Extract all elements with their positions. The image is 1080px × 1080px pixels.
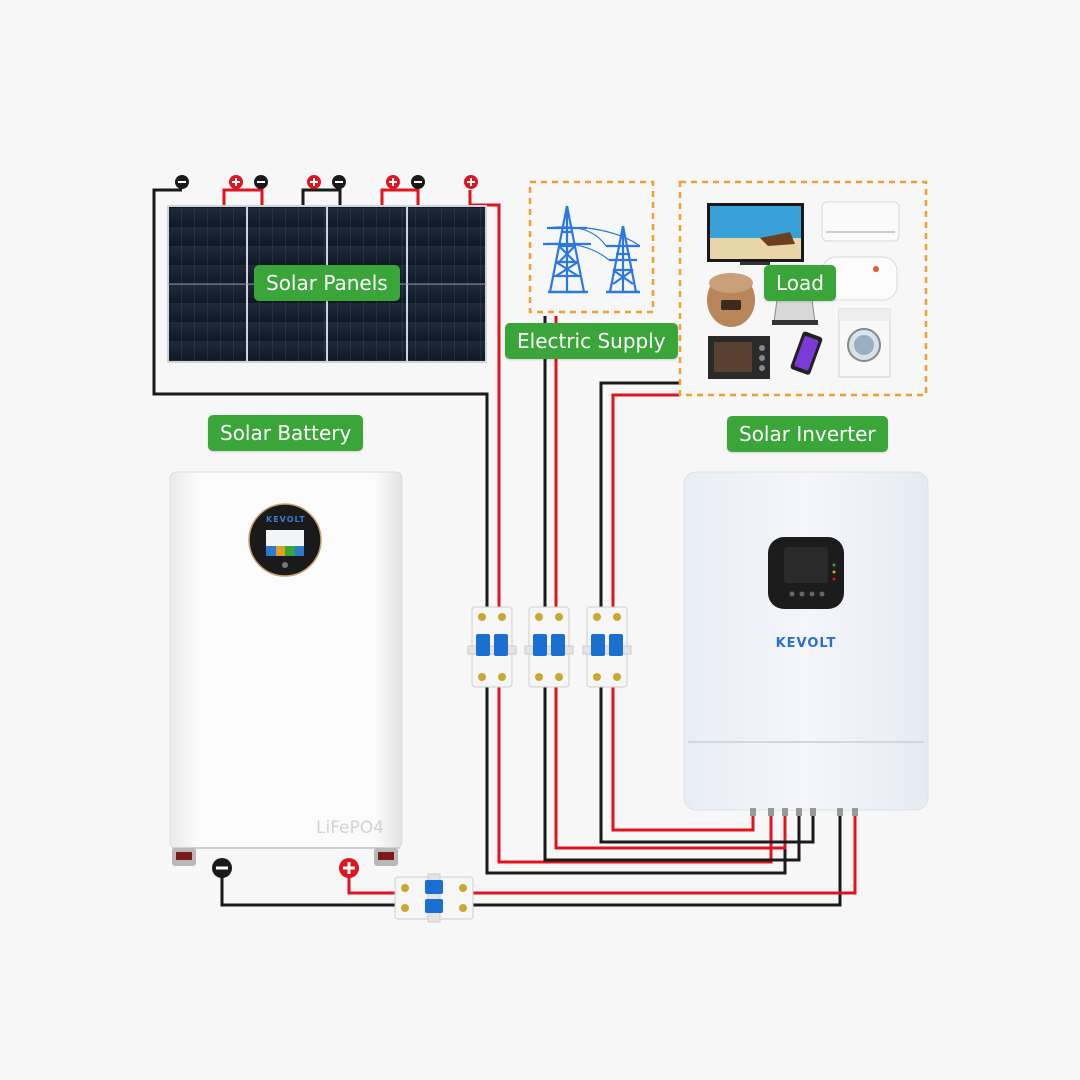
solar-panels-label: Solar Panels (254, 265, 400, 301)
breaker-grid (524, 606, 574, 688)
load-wire-red (611, 393, 755, 832)
circuit-breaker-icon (394, 873, 474, 923)
kettle-icon (772, 299, 818, 325)
phone-icon (790, 331, 823, 375)
negative-terminal-icon (212, 858, 232, 878)
pv-negative-wire (152, 188, 787, 875)
circuit-breaker-icon (524, 606, 574, 688)
load-box (678, 180, 928, 397)
negative-terminal-icon (332, 175, 346, 189)
circuit-breaker-icon (582, 606, 632, 688)
inverter-brand-logo: KEVOLT (775, 636, 837, 651)
inverter-display (768, 537, 844, 609)
battery-chemistry-text: LiFePO4 (316, 818, 384, 838)
panel-jumper-wire-1 (222, 188, 264, 205)
tv-icon (707, 203, 804, 265)
negative-terminal-icon (175, 175, 189, 189)
solar-inverter (683, 471, 929, 816)
panel-terminals (175, 175, 478, 189)
panel-jumper-wire-2 (301, 188, 342, 205)
negative-terminal-icon (254, 175, 268, 189)
washing-machine-icon (838, 308, 891, 378)
breaker-battery (394, 873, 474, 923)
solar-battery-label: Solar Battery (208, 415, 364, 451)
battery-negative-wire (220, 814, 842, 907)
electric-supply-label: Electric Supply (505, 323, 678, 359)
solar-battery (169, 471, 403, 878)
positive-terminal-icon (386, 175, 400, 189)
battery-positive-wire (347, 814, 857, 895)
negative-terminal-icon (411, 175, 425, 189)
breaker-pv (467, 606, 517, 688)
circuit-breaker-icon (467, 606, 517, 688)
power-tower-icon (542, 205, 641, 294)
solar-panel-array (167, 175, 487, 363)
load-wire-black (599, 381, 815, 844)
oven-icon (708, 336, 770, 379)
inverter-terminals (750, 808, 858, 816)
positive-terminal-icon (464, 175, 478, 189)
panel-jumper-wire-3 (380, 188, 420, 205)
positive-terminal-icon (229, 175, 243, 189)
solar-inverter-label: Solar Inverter (727, 416, 888, 452)
wires (152, 188, 857, 907)
grid-wire-red (554, 316, 787, 850)
air-conditioner-icon (821, 201, 900, 242)
battery-feet (172, 848, 398, 866)
pv-positive-wire (468, 190, 773, 864)
battery-display (248, 503, 322, 577)
positive-terminal-icon (339, 858, 359, 878)
electric-supply-box (528, 180, 655, 314)
rice-cooker-icon (707, 273, 755, 327)
solar-panel-icon (167, 205, 487, 363)
load-label: Load (764, 265, 836, 301)
grid-wire-black (543, 316, 801, 862)
positive-terminal-icon (307, 175, 321, 189)
breaker-load (582, 606, 632, 688)
battery-brand-logo: KEVOLT (266, 515, 306, 524)
